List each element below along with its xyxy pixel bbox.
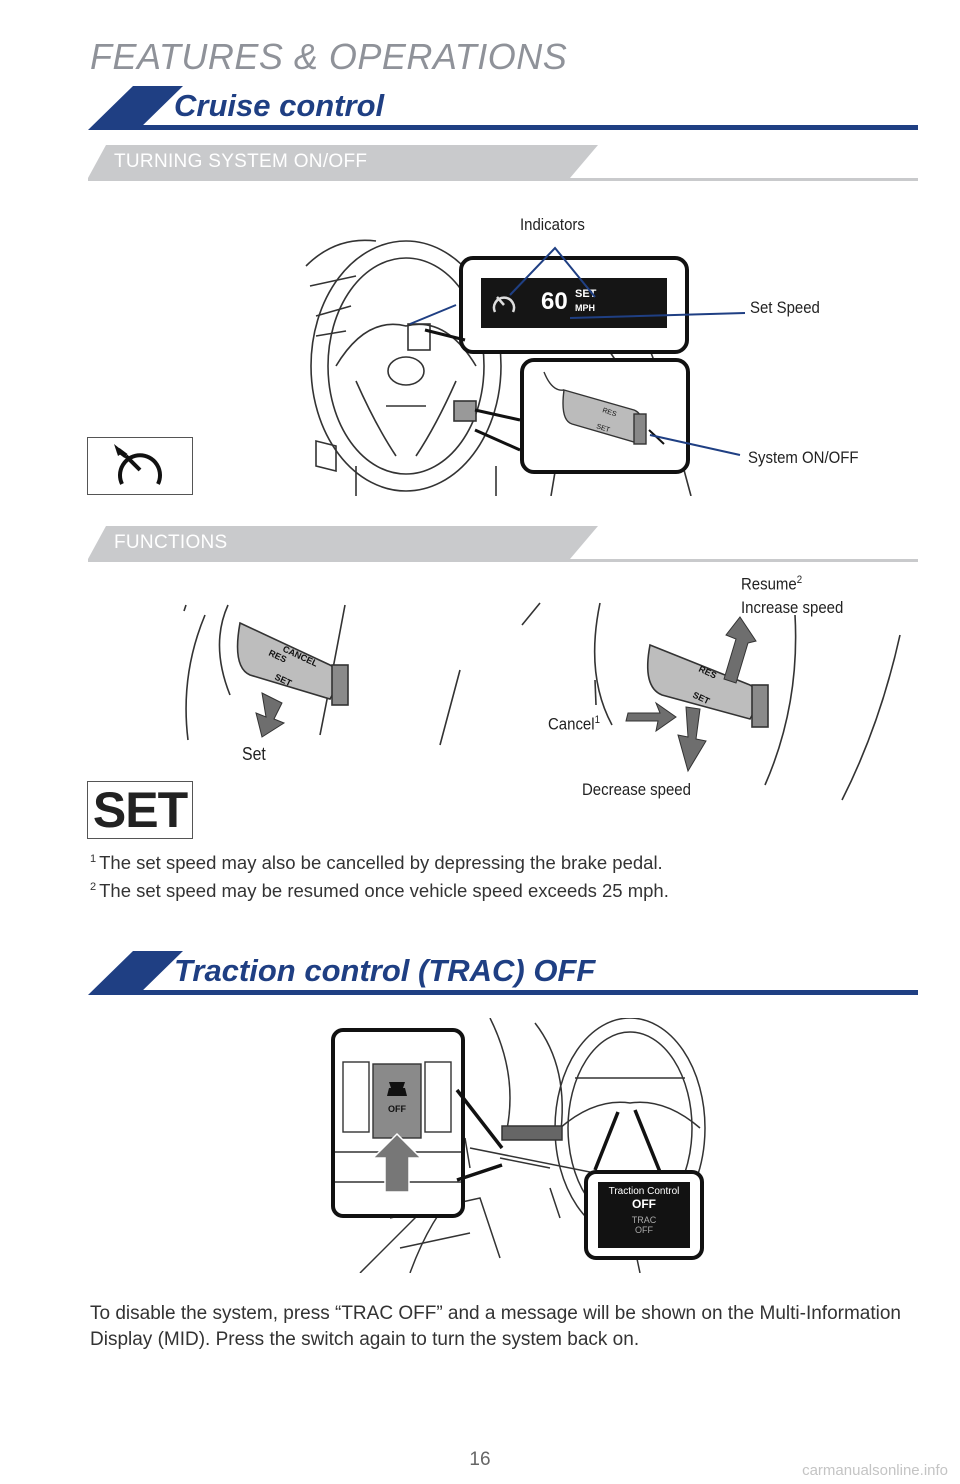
cruise-control-indicator-icon	[87, 437, 193, 495]
mid-callout-box: Traction Control OFF TRAC OFF	[584, 1170, 704, 1260]
label-set: Set	[242, 744, 266, 764]
label-set-speed: Set Speed	[750, 298, 820, 317]
lever-res-label: RES	[601, 407, 617, 418]
label-increase-speed: Increase speed	[741, 598, 844, 617]
label-indicators: Indicators	[520, 215, 585, 234]
callout-lines-trac	[455, 1088, 662, 1182]
page-header-title: FEATURES & OPERATIONS	[90, 36, 568, 77]
trac-instructions: To disable the system, press “TRAC OFF” …	[90, 1303, 901, 1350]
page-number: 16	[469, 1449, 491, 1470]
skid-car-icon	[387, 1082, 407, 1096]
lever-callout-box: RES SET	[520, 358, 690, 474]
watermark: carmanualsonline.info	[802, 1462, 948, 1479]
lever-set-label: SET	[595, 423, 611, 434]
trac-off-button[interactable]	[372, 1063, 422, 1139]
mid-trac-small: TRAC	[631, 1215, 657, 1225]
mid-display: Traction Control OFF TRAC OFF	[598, 1182, 690, 1248]
section-header-cruise-control: Cruise control	[88, 86, 918, 134]
display-callout-box: 60 SET MPH	[459, 256, 689, 354]
section-title-cruise: Cruise control	[174, 88, 385, 123]
subsection-turning-system: TURNING SYSTEM ON/OFF	[88, 145, 918, 181]
arrow-up-icon	[723, 616, 757, 684]
mid-off-small: OFF	[635, 1225, 653, 1235]
section-title-trac: Traction control (TRAC) OFF	[174, 953, 596, 988]
subsection-title: FUNCTIONS	[114, 532, 228, 553]
subsection-functions: FUNCTIONS	[88, 526, 918, 562]
lever-set-illustration: CANCEL RES SET	[183, 604, 461, 746]
cruise-indicator-icon	[492, 296, 516, 313]
callout-lines-top	[409, 246, 746, 456]
multi-info-display: 60 SET MPH	[481, 278, 667, 328]
arrow-up-icon	[371, 1132, 423, 1193]
mid-status: OFF	[632, 1197, 656, 1211]
display-unit-text: MPH	[575, 303, 595, 313]
section-rule	[133, 990, 918, 995]
subsection-title: TURNING SYSTEM ON/OFF	[114, 151, 368, 172]
label-system-onoff: System ON/OFF	[748, 448, 859, 467]
section-accent	[88, 951, 183, 995]
label-cancel: Cancel1	[548, 714, 600, 734]
set-indicator-badge: SET	[87, 781, 193, 839]
label-resume: Resume2	[741, 574, 803, 594]
label-decrease-speed: Decrease speed	[582, 780, 691, 799]
trac-button-label: OFF	[388, 1104, 406, 1114]
trac-switch-callout: OFF	[331, 1028, 465, 1218]
arrow-down-icon	[677, 706, 707, 773]
arrow-toward-icon	[625, 701, 677, 733]
arrow-down-icon	[255, 692, 286, 738]
section-header-trac-off: Traction control (TRAC) OFF	[88, 951, 918, 999]
display-speed-value: 60	[541, 288, 568, 315]
mid-title: Traction Control	[608, 1186, 680, 1197]
lever-functions-illustration: RES SET	[521, 602, 901, 801]
section-rule	[133, 125, 918, 130]
